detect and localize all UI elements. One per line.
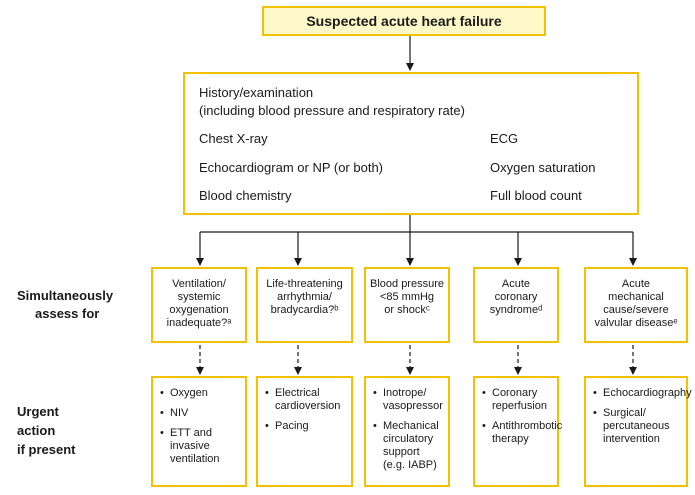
condition-text: Ventilation/ (172, 278, 226, 290)
action-text: Electrical (275, 387, 320, 399)
action-text: Coronary (492, 387, 538, 399)
row-label-urgent-action: Urgent action if present (17, 404, 76, 457)
condition-text: arrhythmia/ (276, 291, 332, 303)
action-text: Antithrombotic (492, 420, 563, 432)
action-text: support (383, 446, 420, 458)
condition-text: Blood pressure (370, 278, 444, 290)
condition-text: Acute (501, 278, 531, 290)
action-text: NIV (170, 407, 189, 419)
action-box: Inotrope/vasopressorMechanicalcirculator… (364, 376, 450, 487)
action-text: cardioversion (275, 400, 341, 412)
action-item: Inotrope/vasopressor (373, 387, 444, 413)
assessment-item: Blood chemistry (199, 188, 292, 203)
action-text: percutaneous (603, 420, 670, 432)
action-text: Inotrope/ (383, 387, 427, 399)
action-text: invasive (170, 440, 210, 452)
condition-text: bradycardia?ᵇ (270, 304, 339, 316)
assessment-item: Oxygen saturation (490, 160, 596, 175)
action-text: Oxygen (170, 387, 208, 399)
action-text: Echocardiography (603, 387, 692, 399)
condition-text: inadequate?ᵃ (166, 317, 232, 329)
action-text: Surgical/ (603, 407, 646, 419)
action-box: EchocardiographySurgical/percutaneousint… (584, 376, 692, 487)
action-box: CoronaryreperfusionAntithrombotictherapy (473, 376, 563, 487)
condition-text: oxygenation (169, 304, 229, 316)
action-text: therapy (492, 433, 529, 445)
action-text: (e.g. IABP) (383, 459, 437, 471)
condition-text: coronary (494, 291, 538, 303)
action-item: NIV (160, 407, 241, 420)
action-text: ETT and (170, 427, 212, 439)
flowchart-title: Suspected acute heart failure (306, 13, 502, 29)
condition-text: mechanical (608, 291, 664, 303)
row-label-simultaneously: Simultaneously assess for (17, 288, 114, 321)
action-text: intervention (603, 433, 660, 445)
action-text: Pacing (275, 420, 309, 432)
action-item: Pacing (265, 420, 347, 433)
action-box: ElectricalcardioversionPacing (256, 376, 353, 487)
action-text: Mechanical (383, 420, 439, 432)
condition-text: Life-threatening (266, 278, 343, 290)
action-text: ventilation (170, 453, 220, 465)
assessment-history-detail: (including blood pressure and respirator… (199, 103, 465, 118)
condition-text: Acute (621, 278, 651, 290)
assessment-item: Full blood count (490, 188, 582, 203)
initial-assessment-box: History/examination (including blood pre… (183, 72, 639, 215)
condition-text: or shockᶜ (384, 304, 430, 316)
condition-text: systemic (177, 291, 221, 303)
action-text: reperfusion (492, 400, 548, 412)
condition-text: <85 mmHg (379, 291, 435, 303)
assessment-item: Chest X-ray (199, 131, 268, 146)
action-text: vasopressor (383, 400, 443, 412)
action-item: Oxygen (160, 387, 241, 400)
action-text: circulatory (383, 433, 434, 445)
assessment-history: History/examination (199, 85, 314, 100)
condition-text: valvular diseaseᵉ (594, 317, 678, 329)
title-box: Suspected acute heart failure (262, 6, 546, 36)
condition-text: syndromeᵈ (489, 304, 543, 316)
assessment-item: ECG (490, 131, 519, 146)
action-item: Echocardiography (593, 387, 692, 400)
condition-text: cause/severe (603, 304, 669, 316)
assessment-item: Echocardiogram or NP (or both) (199, 160, 384, 175)
